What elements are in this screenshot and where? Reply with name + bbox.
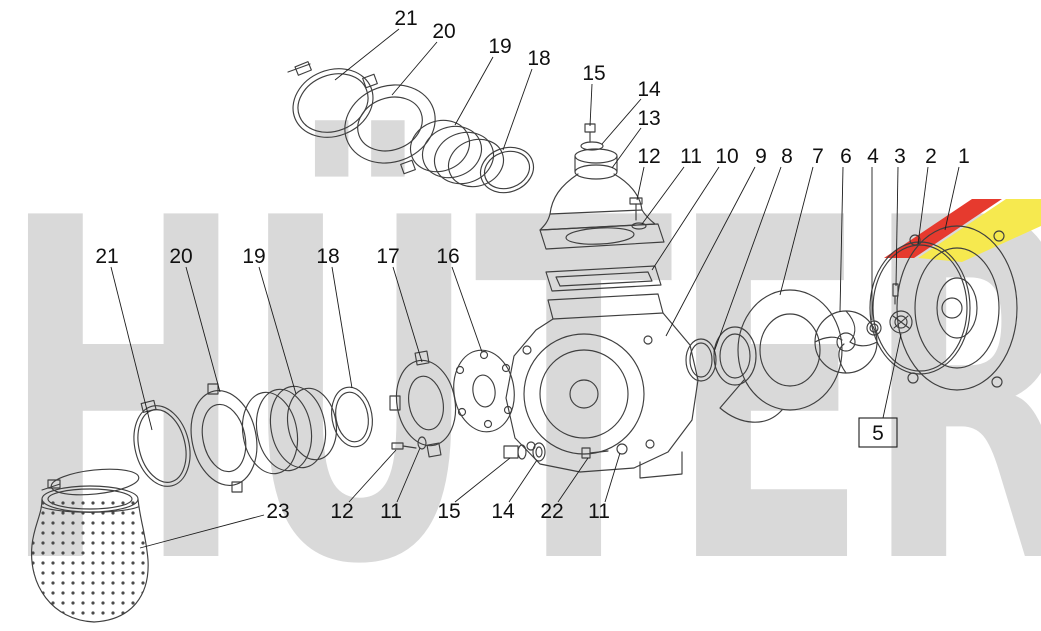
- leader-line-17: [392, 266, 423, 363]
- part-label-14: 14: [637, 78, 661, 101]
- leader-line-21: [110, 266, 153, 431]
- leader-line-15: [589, 83, 593, 127]
- part-hose-clamp-bottom: [133, 399, 191, 487]
- leader-line-15: [454, 457, 511, 503]
- leader-line-13: [611, 127, 642, 169]
- part-flange-gasket: [545, 265, 662, 292]
- part-label-19: 19: [242, 245, 265, 268]
- brand-watermark: HÜTER: [1, 115, 1041, 631]
- part-hose-top: [409, 119, 505, 188]
- part-label-3: 3: [894, 145, 906, 168]
- part-label-8: 8: [781, 145, 793, 168]
- leader-line-3: [895, 166, 899, 287]
- part-seal-ring-bottom: [331, 386, 373, 448]
- leader-line-1: [944, 166, 960, 231]
- part-seal-ring-top: [479, 146, 535, 194]
- leader-line-6: [839, 166, 844, 313]
- leader-line-8: [713, 166, 782, 353]
- part-mechanical-seal: [889, 310, 913, 334]
- part-label-17: 17: [376, 245, 399, 268]
- part-label-5: 5: [872, 422, 884, 445]
- part-label-23: 23: [266, 500, 289, 523]
- leader-line-19: [454, 56, 494, 126]
- part-washer-bottom-1: [417, 436, 427, 450]
- leader-line-20: [185, 266, 221, 393]
- part-label-20: 20: [432, 20, 455, 43]
- part-label-21: 21: [95, 245, 118, 268]
- part-drain-plug: [503, 444, 527, 460]
- part-label-10: 10: [715, 145, 738, 168]
- part-coupling-bottom: [190, 383, 258, 493]
- part-pump-housing: [505, 293, 699, 479]
- part-inlet-plate: [453, 349, 515, 433]
- part-label-13: 13: [637, 107, 660, 130]
- part-strainer-clamp: [41, 468, 140, 496]
- part-wear-ring: [713, 326, 757, 386]
- leader-line-11: [641, 166, 685, 225]
- part-label-14: 14: [491, 500, 515, 523]
- part-label-16: 16: [436, 245, 459, 268]
- leader-line-11: [604, 452, 621, 503]
- part-strainer: [31, 485, 149, 623]
- part-hose-bottom: [241, 385, 338, 475]
- part-flange-bolt-top: [629, 197, 647, 230]
- part-label-9: 9: [755, 145, 767, 168]
- part-washer-bottom-2: [532, 442, 546, 462]
- leader-line-2: [917, 166, 929, 245]
- part-shaft-gasket: [685, 338, 717, 382]
- part-coupling-top: [344, 73, 436, 175]
- leader-line-5: [882, 333, 902, 419]
- part-label-box-5: [858, 417, 898, 448]
- leader-line-14: [601, 98, 642, 145]
- watermark-text: HÜTER: [1, 115, 1041, 631]
- leader-line-22: [557, 457, 589, 503]
- part-label-18: 18: [316, 245, 339, 268]
- leader-line-16: [451, 266, 483, 353]
- part-label-12: 12: [637, 145, 660, 168]
- part-label-22: 22: [540, 500, 563, 523]
- leader-line-11: [396, 447, 421, 503]
- part-label-12: 12: [330, 500, 353, 523]
- pump-exploded-art: [31, 61, 1018, 623]
- leader-line-12: [636, 166, 645, 201]
- part-label-15: 15: [437, 500, 460, 523]
- part-label-19: 19: [488, 35, 511, 58]
- leader-line-14: [508, 459, 538, 503]
- leader-line-18: [331, 266, 353, 389]
- leader-line-9: [665, 166, 756, 337]
- part-label-15: 15: [582, 62, 605, 85]
- part-label-21: 21: [394, 7, 417, 30]
- leader-line-19: [258, 266, 297, 395]
- part-nut-bottom: [616, 443, 628, 455]
- leader-line-18: [502, 68, 533, 151]
- part-label-11: 11: [380, 500, 402, 523]
- part-label-6: 6: [840, 145, 852, 168]
- part-label-11: 11: [680, 145, 702, 168]
- part-label-7: 7: [812, 145, 824, 168]
- leader-line-21: [334, 28, 400, 81]
- part-back-cover: [896, 225, 1018, 391]
- part-label-11: 11: [588, 500, 610, 523]
- leader-line-23: [139, 514, 265, 549]
- part-label-18: 18: [527, 47, 550, 70]
- part-elbow-outlet: [539, 148, 665, 250]
- leader-line-12: [348, 449, 397, 503]
- brand-logo-stripe-yellow: [918, 199, 1041, 262]
- part-label-2: 2: [925, 145, 937, 168]
- part-label-20: 20: [169, 245, 192, 268]
- leader-line-20: [391, 41, 438, 96]
- part-label-4: 4: [867, 145, 879, 168]
- leader-line-10: [651, 166, 720, 271]
- part-bolt-bottom: [391, 442, 417, 450]
- part-drain-bolt: [581, 447, 609, 459]
- leader-line-7: [779, 166, 814, 296]
- part-label-1: 1: [958, 145, 970, 168]
